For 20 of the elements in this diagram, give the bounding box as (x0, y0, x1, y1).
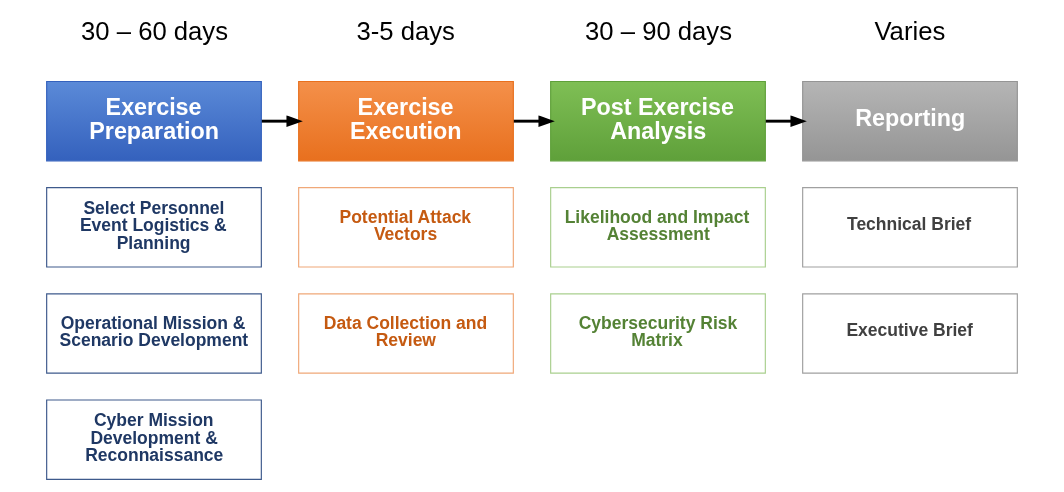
node-box: Technical Brief (802, 187, 1018, 268)
arrow (513, 115, 555, 127)
node-box: Select Personnel Event Logistics & Planning (46, 187, 262, 268)
node-box: Cybersecurity Risk Matrix (550, 293, 766, 374)
node-label: Varies (874, 17, 946, 46)
node-box: Reporting (802, 80, 1018, 162)
node-box: Likelihood and Impact Assessment (550, 187, 766, 268)
node-box: Exercise Execution (298, 80, 514, 162)
arrow (261, 115, 303, 127)
node-label: 30 – 90 days (585, 17, 733, 46)
node-box: Operational Mission & Scenario Development (46, 293, 262, 374)
arrow (765, 115, 807, 127)
node-box: Post Exercise Analysis (550, 80, 766, 162)
node-box: Cyber Mission Development & Reconnaissance (46, 399, 262, 480)
node-label: 30 – 60 days (81, 17, 229, 46)
node-box: Potential Attack Vectors (298, 187, 514, 268)
node-box: Executive Brief (802, 293, 1018, 374)
node-box: Exercise Preparation (46, 80, 262, 162)
node-box: Data Collection and Review (298, 293, 514, 374)
node-label: 3-5 days (356, 17, 455, 46)
